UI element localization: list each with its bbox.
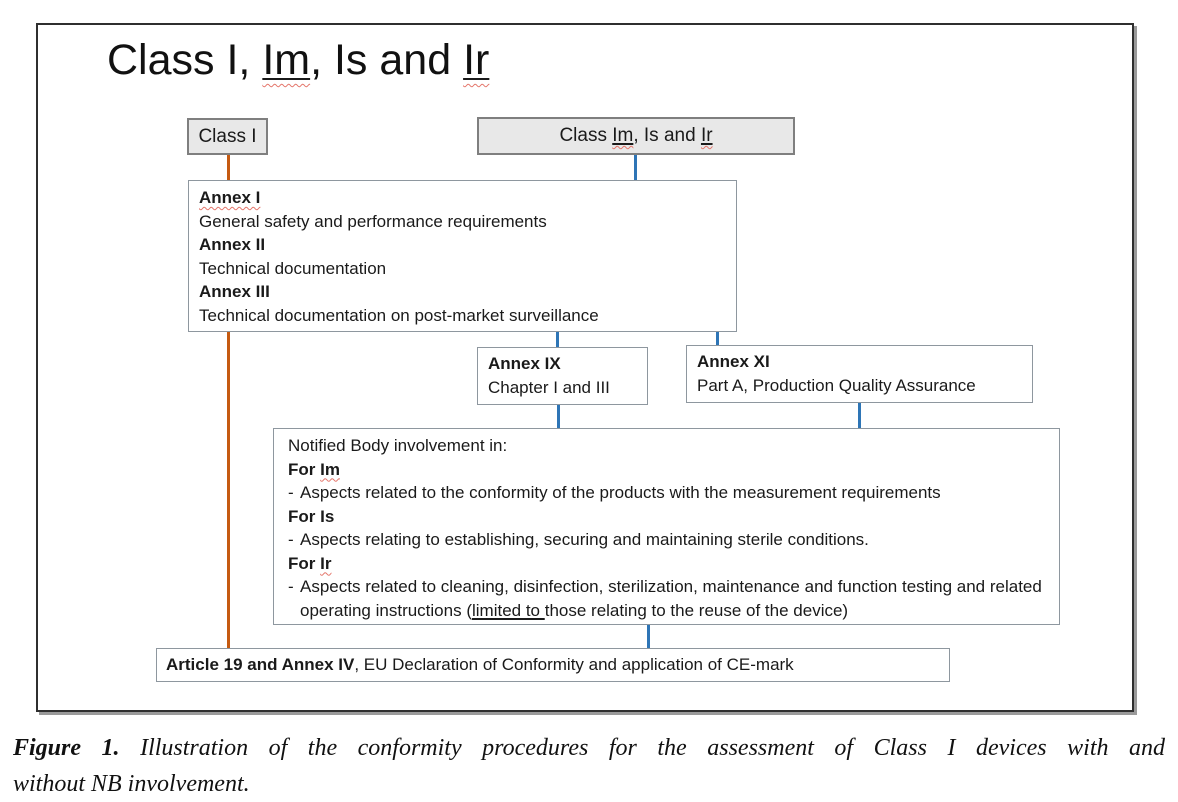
annex-ix-desc: Chapter I and III bbox=[488, 378, 610, 397]
connector-nb-to-article bbox=[647, 624, 650, 649]
diagram-title-ir-underlined: Ir bbox=[463, 36, 489, 84]
node-class-im-label: Class bbox=[559, 125, 613, 146]
nb-for-is: For Is bbox=[288, 506, 335, 526]
annex-ix-title: Annex IX bbox=[488, 354, 561, 373]
diagram-title: Class I, Im, Is and Ir bbox=[107, 36, 489, 85]
node-class-im-ir: Ir bbox=[700, 125, 713, 146]
nb-ir-bullet: - Aspects related to cleaning, disinfect… bbox=[286, 575, 1047, 622]
connector-annexbox-to-annexix bbox=[556, 331, 559, 348]
nb-for-ir: For Ir bbox=[286, 552, 1047, 576]
connector-class-i-orange bbox=[227, 155, 230, 648]
nb-for-im-prefix: For bbox=[288, 459, 321, 479]
node-notified-body: Notified Body involvement in: For Im - A… bbox=[273, 428, 1060, 625]
annex-iii-title: Annex III bbox=[199, 282, 270, 301]
node-annex-xi: Annex XI Part A, Production Quality Assu… bbox=[686, 345, 1033, 403]
diagram-title-text: Class I, bbox=[107, 36, 263, 84]
nb-is-bullet: - Aspects relating to establishing, secu… bbox=[286, 528, 1047, 552]
diagram-title-ir: Ir bbox=[463, 36, 490, 84]
diagram-title-im-underlined: Im bbox=[262, 36, 310, 84]
nb-heading: Notified Body involvement in: bbox=[288, 436, 508, 455]
node-class-im-is-ir: Class Im, Is and Ir bbox=[477, 117, 795, 155]
node-annex-requirements: Annex I General safety and performance r… bbox=[188, 180, 737, 332]
annex-xi-desc: Part A, Production Quality Assurance bbox=[697, 376, 976, 395]
diagram-title-im: Im bbox=[262, 36, 311, 84]
annex-i-title-text: Annex I bbox=[199, 188, 261, 207]
nb-ir-bullet-p2: those relating to the reuse of the devic… bbox=[544, 600, 849, 620]
bullet-dash: - bbox=[288, 577, 294, 596]
caption-figure-label: Figure 1. bbox=[13, 735, 120, 761]
nb-im-bullet: - Aspects related to the conformity of t… bbox=[286, 481, 1047, 505]
nb-ir-bullet-p1: Aspects related to cleaning, disinfectio… bbox=[300, 577, 1042, 620]
diagram-title-text2: , Is and bbox=[310, 36, 464, 84]
node-class-im-im-underlined: Im bbox=[612, 125, 633, 146]
annex-xi-title: Annex XI bbox=[697, 352, 770, 371]
annex-ii-title: Annex II bbox=[199, 235, 266, 254]
nb-im-bullet-text: Aspects related to the conformity of the… bbox=[300, 483, 941, 502]
node-article-19: Article 19 and Annex IV, EU Declaration … bbox=[156, 648, 950, 682]
connector-classim-to-annexbox bbox=[634, 155, 637, 181]
figure-caption: Figure 1. Illustration of the conformity… bbox=[13, 730, 1165, 802]
node-class-im-label2: , Is and bbox=[633, 125, 701, 146]
bullet-dash: - bbox=[288, 530, 294, 549]
nb-ir-bullet-text: Aspects related to cleaning, disinfectio… bbox=[300, 575, 1047, 622]
annex-ii-desc: Technical documentation bbox=[199, 258, 387, 278]
node-class-im-ir-underlined: Ir bbox=[701, 125, 713, 146]
caption-line-2: without NB involvement. bbox=[13, 771, 250, 797]
node-class-i: Class I bbox=[187, 118, 268, 155]
article-19-rest: , EU Declaration of Conformity and appli… bbox=[354, 655, 794, 674]
nb-for-im-term: Im bbox=[320, 459, 340, 479]
article-19-bold: Article 19 and Annex IV bbox=[166, 655, 355, 674]
connector-annexxi-to-nb bbox=[858, 402, 861, 429]
nb-for-ir-prefix: For bbox=[288, 553, 321, 573]
nb-is-bullet-text: Aspects relating to establishing, securi… bbox=[300, 530, 869, 549]
nb-ir-bullet-underlined: limited to bbox=[471, 600, 545, 620]
node-annex-ix: Annex IX Chapter I and III bbox=[477, 347, 648, 405]
annex-i-desc: General safety and performance requireme… bbox=[199, 211, 547, 231]
connector-annexbox-to-annexxi bbox=[716, 331, 719, 346]
caption-line-1: Figure 1. Illustration of the conformity… bbox=[13, 730, 1165, 766]
annex-iii-desc: Technical documentation on post-market s… bbox=[199, 305, 599, 325]
nb-for-ir-term: Ir bbox=[320, 553, 332, 573]
caption-line1-text: Illustration of the conformity procedure… bbox=[140, 735, 1166, 761]
bullet-dash: - bbox=[288, 483, 294, 502]
node-class-i-label: Class I bbox=[198, 126, 257, 147]
connector-annexix-to-nb bbox=[557, 404, 560, 429]
node-class-im-im: Im bbox=[612, 125, 634, 146]
annex-i-title: Annex I bbox=[199, 186, 726, 210]
nb-for-im: For Im bbox=[286, 458, 1047, 482]
